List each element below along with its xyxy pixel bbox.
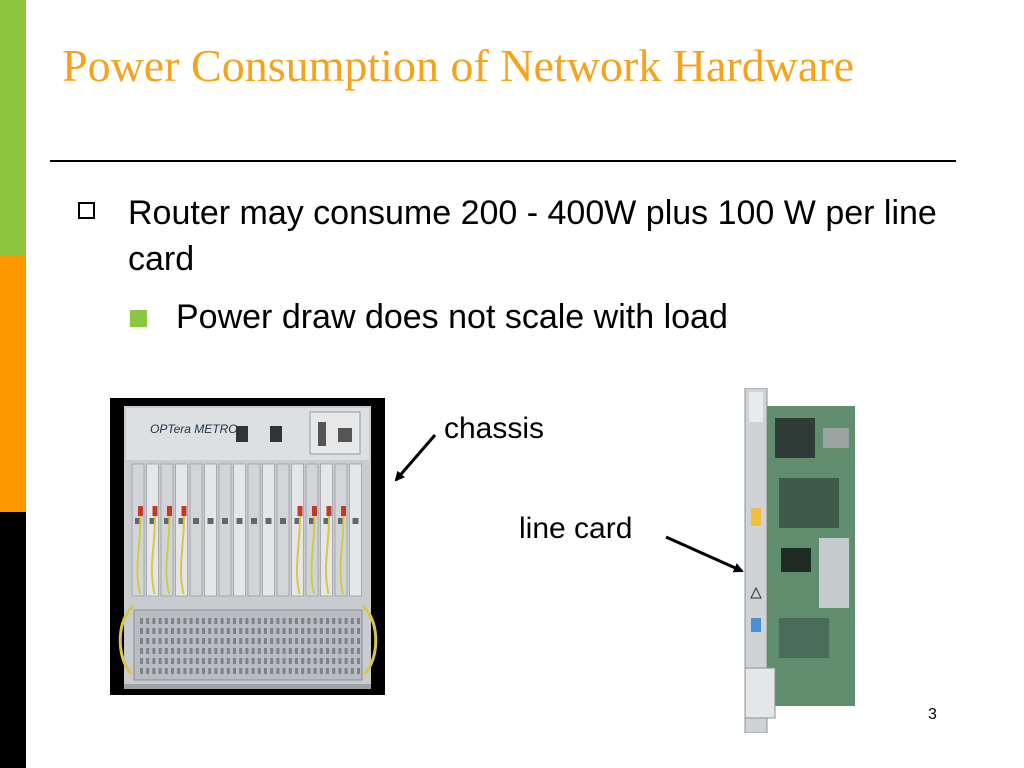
chassis-brand-label: OPTera METRO xyxy=(150,422,238,436)
chassis-arrow xyxy=(394,434,437,482)
sidebar-green-band xyxy=(0,0,26,256)
line-card-arrow xyxy=(665,535,744,573)
bullet-item: Router may consume 200 - 400W plus 100 W… xyxy=(78,190,958,282)
sub-bullet-item: Power draw does not scale with load xyxy=(130,294,950,340)
chassis-photo: OPTera METRO xyxy=(110,398,385,695)
line-card-photo xyxy=(744,388,855,733)
line-card-label: line card xyxy=(519,512,633,545)
sidebar-orange-band xyxy=(0,256,26,512)
page-number: 3 xyxy=(928,706,937,723)
title-divider xyxy=(50,160,956,162)
sidebar-black-band xyxy=(0,512,26,768)
hollow-square-icon xyxy=(78,202,95,219)
sub-bullet-text: Power draw does not scale with load xyxy=(176,298,728,336)
bullet-text: Router may consume 200 - 400W plus 100 W… xyxy=(128,194,937,278)
slide-title: Power Consumption of Network Hardware xyxy=(62,40,855,91)
chassis-label: chassis xyxy=(444,412,545,445)
filled-square-icon xyxy=(130,310,147,327)
